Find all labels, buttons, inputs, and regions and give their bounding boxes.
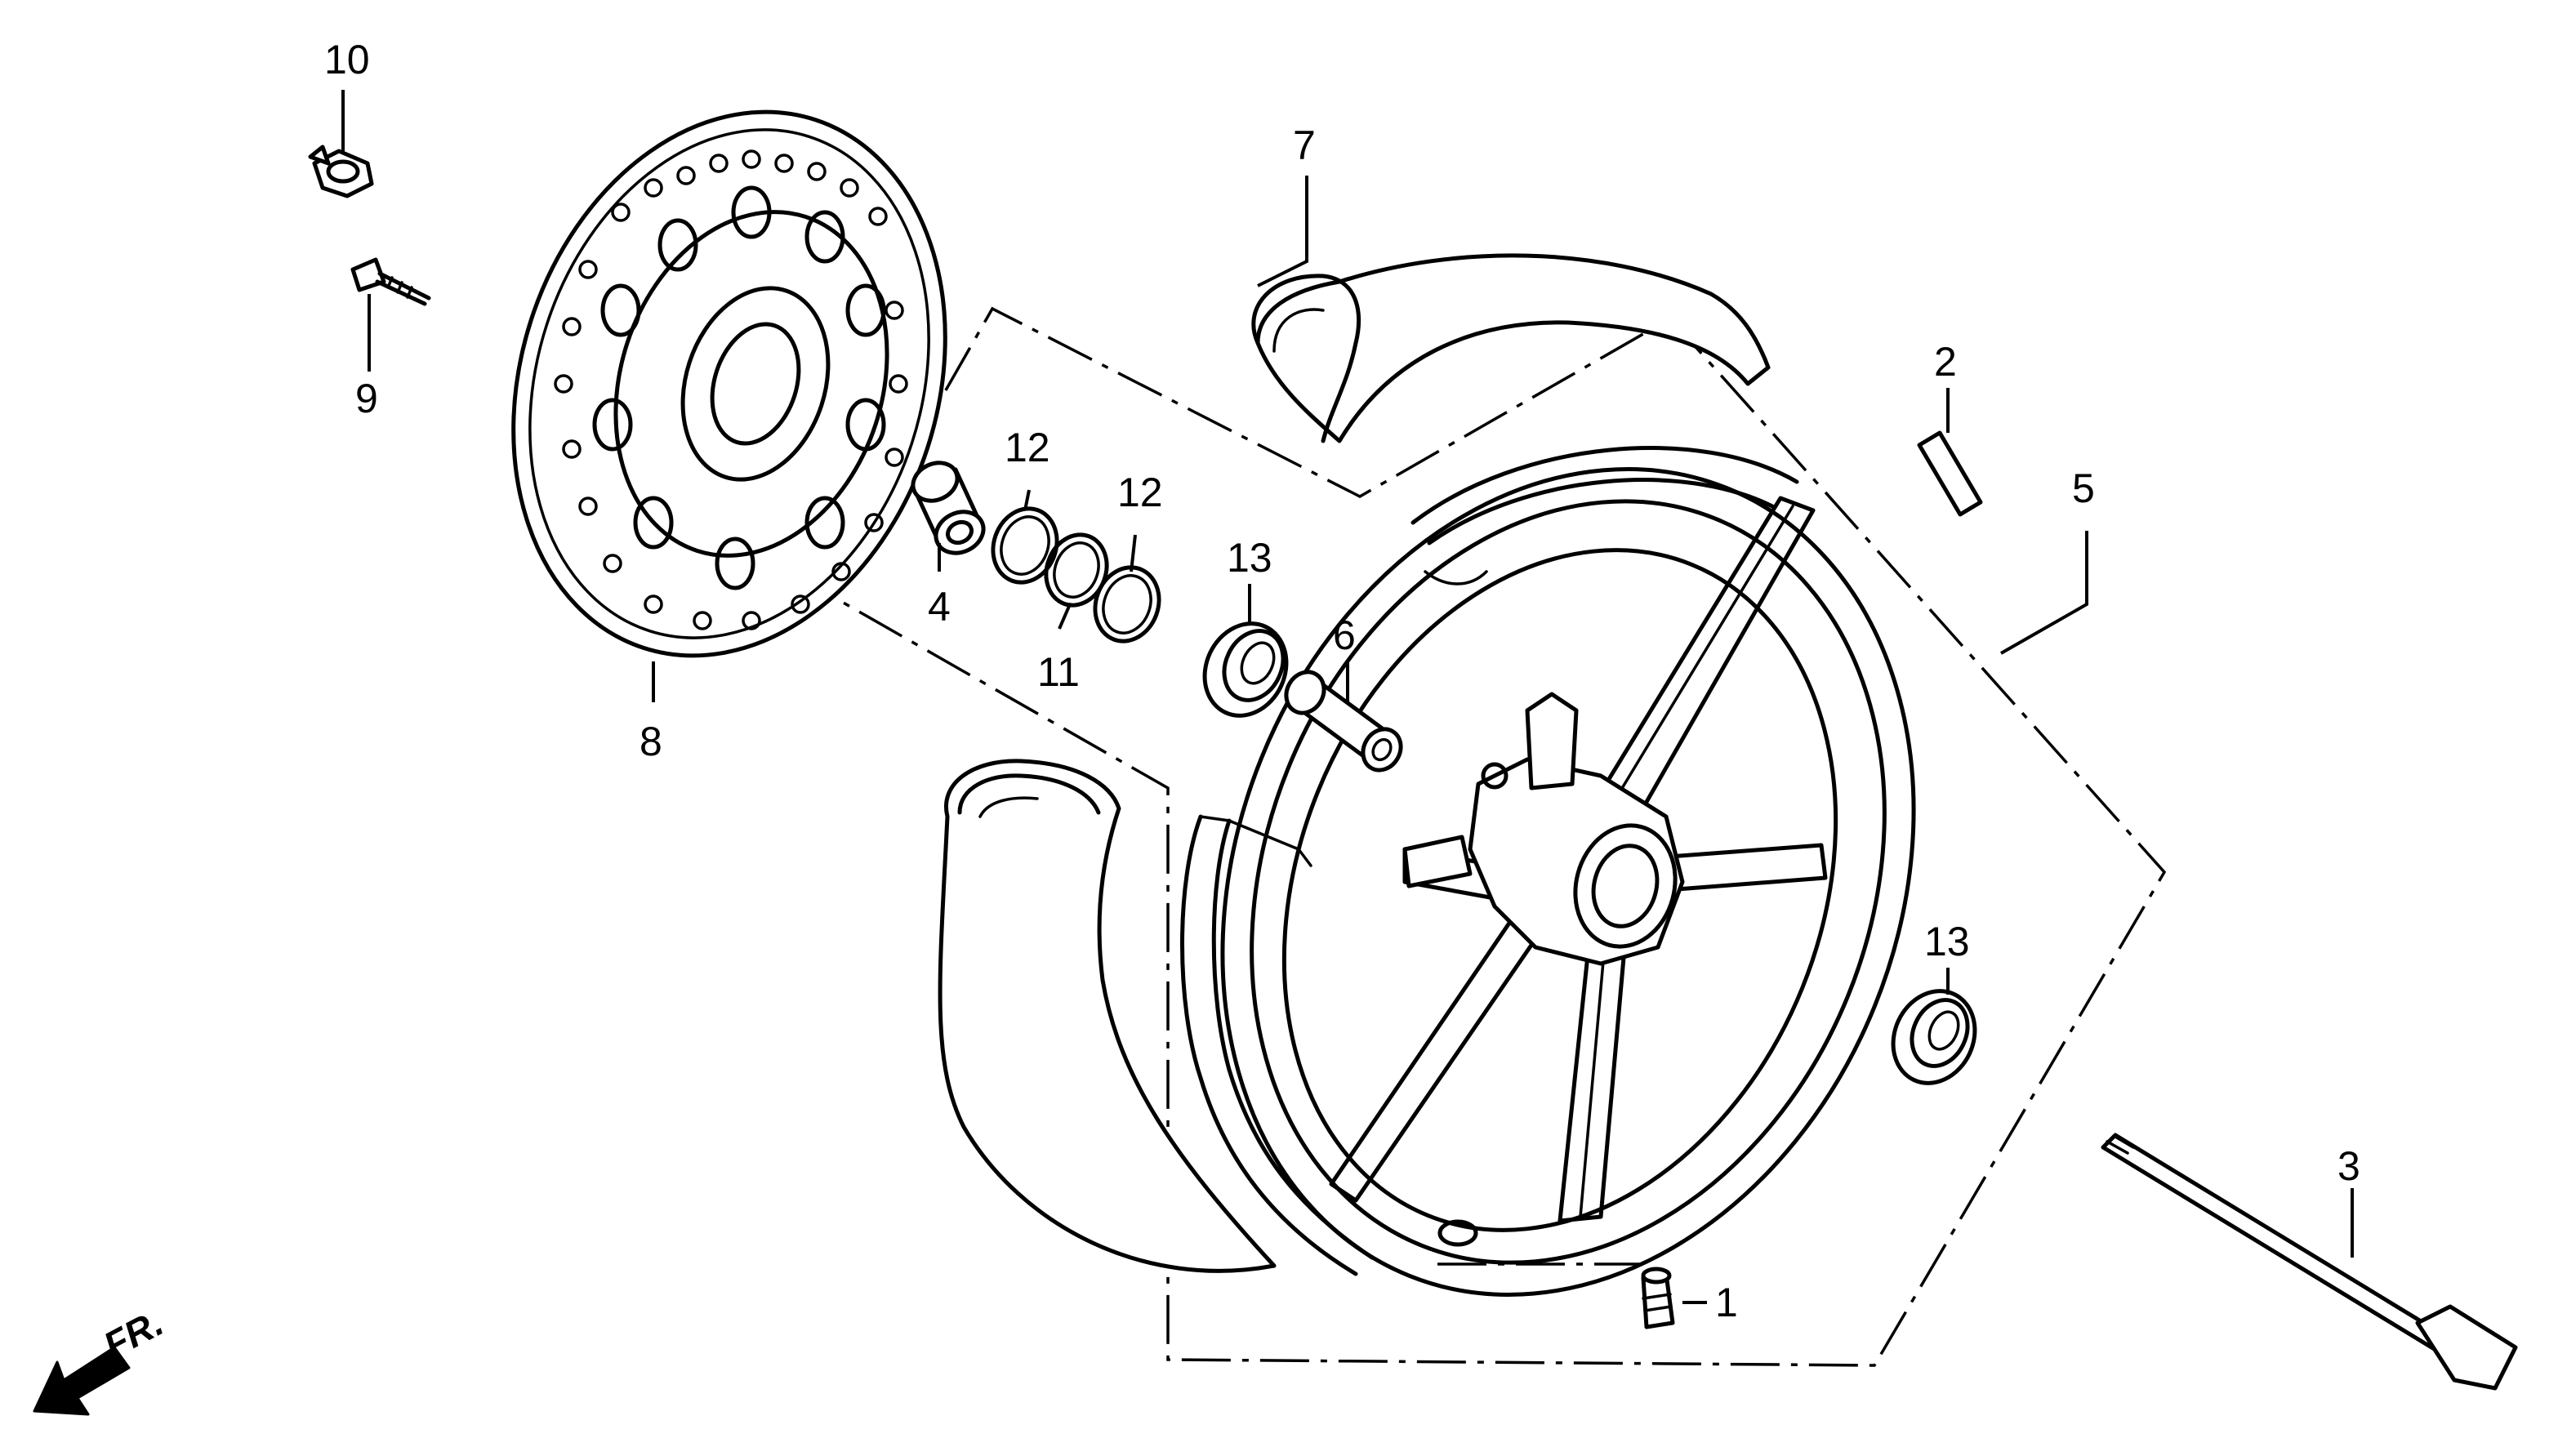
callout-10: 10 <box>324 37 370 82</box>
callout-8: 8 <box>640 719 662 764</box>
callout-13b: 13 <box>1924 919 1970 964</box>
wheel-hub <box>1402 692 1685 966</box>
bearing-13b <box>1891 989 1977 1085</box>
disc-mounting-slots <box>592 185 886 590</box>
front-direction-arrow-icon <box>33 1346 131 1416</box>
callout-5: 5 <box>2072 465 2095 511</box>
callout-12b: 12 <box>1117 470 1163 515</box>
front-direction-indicator: FR. <box>33 1301 170 1416</box>
callout-12a: 12 <box>1005 425 1050 470</box>
tire-upper-section <box>1251 253 1771 443</box>
callout-2: 2 <box>1934 339 1957 385</box>
bearing-13a <box>1202 621 1289 718</box>
disc-bolt <box>350 257 431 306</box>
callout-1: 1 <box>1715 1280 1738 1325</box>
tire-lower-section <box>938 759 1375 1276</box>
leader-lines <box>341 90 2354 1304</box>
disc-nut <box>308 145 374 198</box>
brake-disc <box>511 109 947 658</box>
circlip-12b <box>1093 565 1161 643</box>
callout-4: 4 <box>928 584 951 630</box>
disc-holes <box>554 149 908 630</box>
callout-11: 11 <box>1037 649 1080 695</box>
wheel-spokes <box>1329 496 1828 1223</box>
front-axle <box>2101 1133 2518 1391</box>
circlip-12a <box>991 506 1059 585</box>
distance-collar <box>1284 670 1403 773</box>
balance-weight <box>1917 430 1983 517</box>
callout-9: 9 <box>355 376 378 421</box>
wheel-rim <box>1220 446 1916 1297</box>
callout-3: 3 <box>2337 1143 2360 1189</box>
callout-7: 7 <box>1293 122 1316 168</box>
side-collar <box>911 461 986 555</box>
tire-valve <box>1641 1267 1675 1329</box>
callout-labels: 1 2 3 4 5 6 7 8 9 10 11 12 12 13 13 <box>324 37 2360 1325</box>
assembly-boundary <box>827 306 2167 1367</box>
callout-13a: 13 <box>1227 535 1272 581</box>
callout-6: 6 <box>1333 612 1356 658</box>
